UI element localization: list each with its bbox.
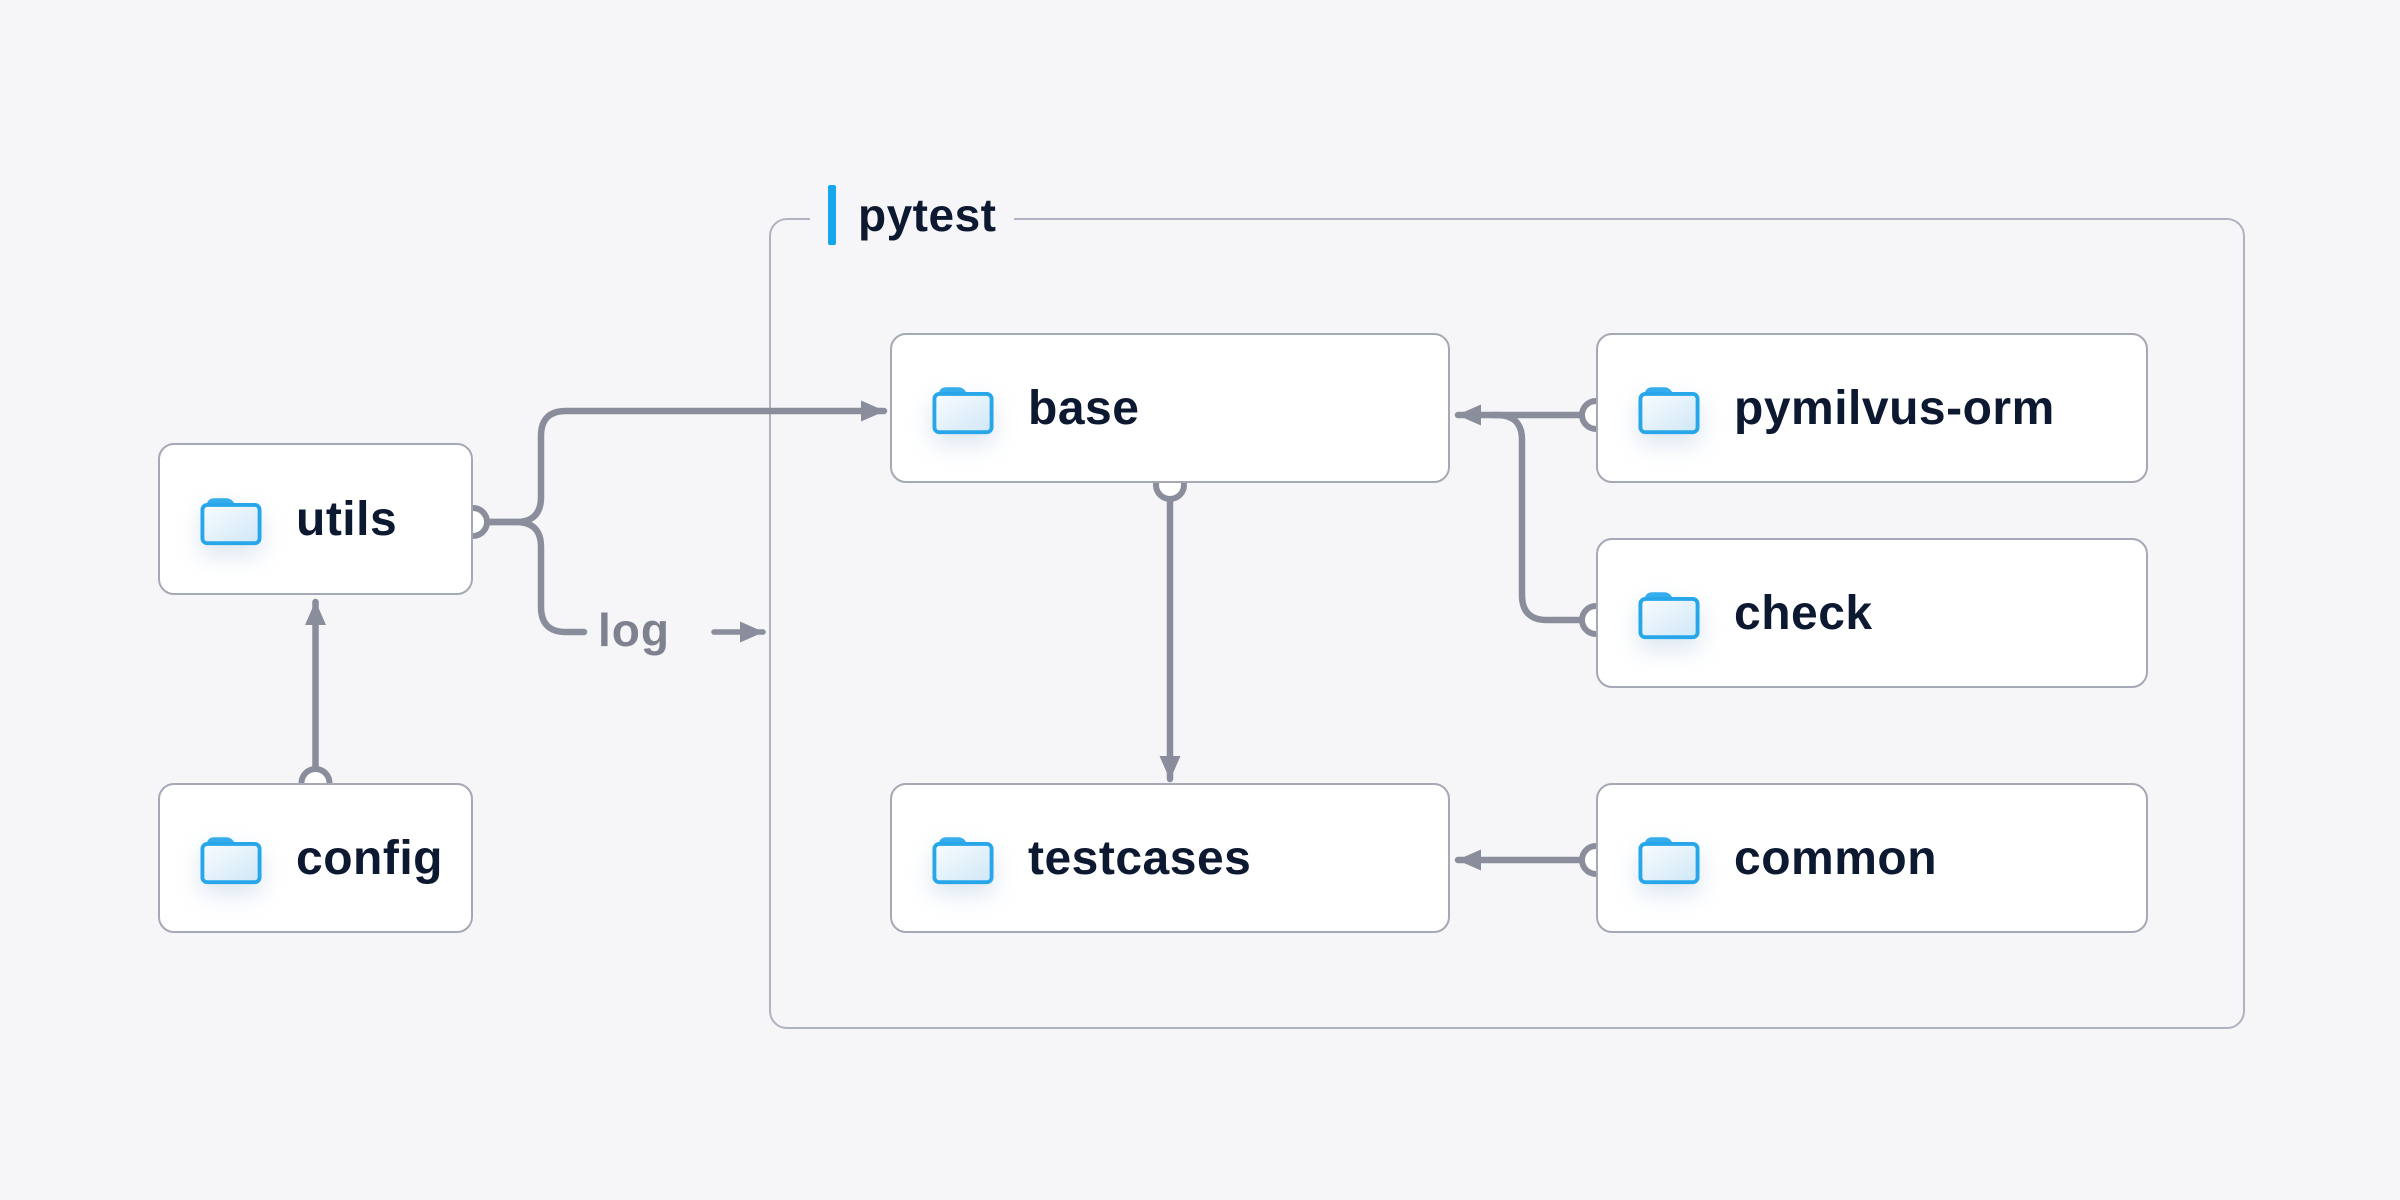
node-label: common [1734,831,1938,885]
node-label: utils [296,492,398,546]
node-check: check [1596,538,2148,688]
node-utils: utils [158,443,473,595]
edge-label-log: log [598,604,670,656]
group-title: pytest [858,189,997,241]
folder-icon [932,836,994,884]
node-label: testcases [1028,831,1252,885]
node-testcases: testcases [890,783,1450,933]
folder-icon [200,836,262,884]
folder-icon [1638,836,1700,884]
node-base: base [890,333,1450,483]
node-pymilvus-orm: pymilvus-orm [1596,333,2148,483]
folder-icon [200,497,262,545]
node-label: check [1734,586,1873,640]
node-label: config [296,831,443,885]
folder-icon [1638,591,1700,639]
pytest-group-frame [769,218,2245,1029]
accent-bar [828,185,836,245]
folder-icon [932,386,994,434]
pytest-group-label: pytest [810,183,1015,247]
edge-utils-log [485,518,588,636]
folder-icon [1638,386,1700,434]
node-label: base [1028,381,1140,435]
node-config: config [158,783,473,933]
node-common: common [1596,783,2148,933]
node-label: pymilvus-orm [1734,381,2055,435]
